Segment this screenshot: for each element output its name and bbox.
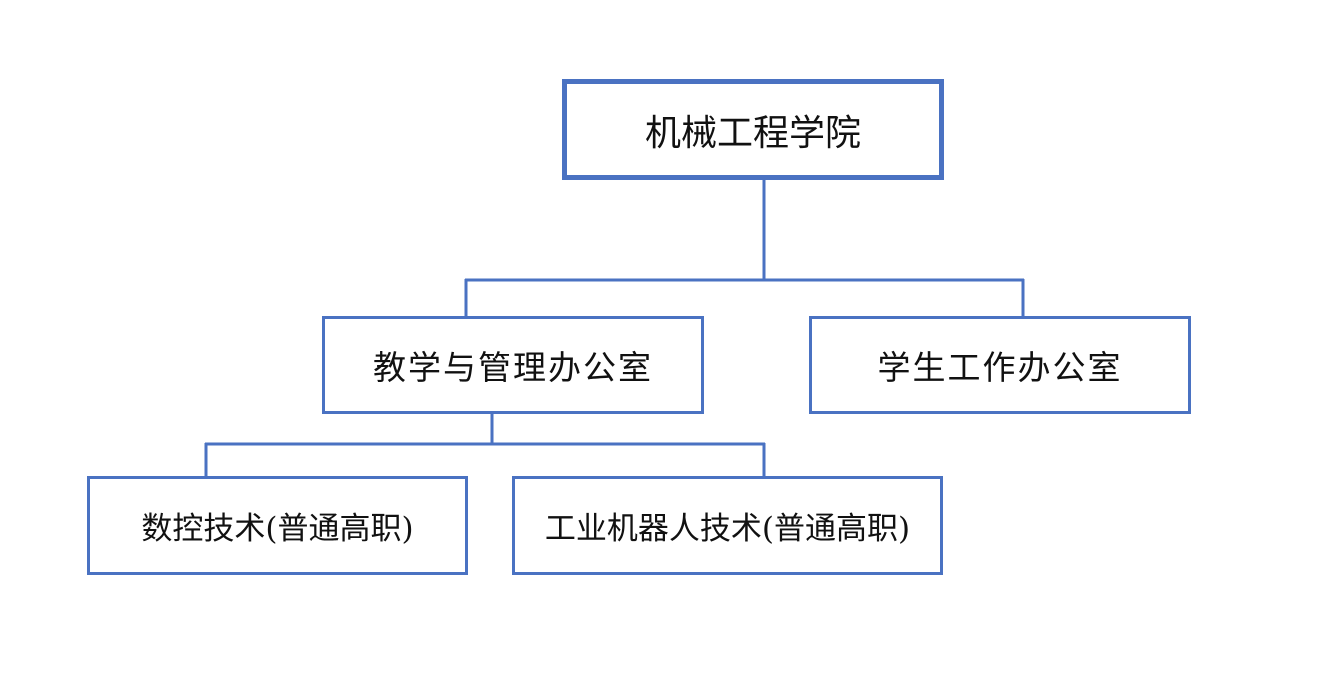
- node-mechanical-engineering-college: 机械工程学院: [562, 79, 944, 180]
- node-label: 工业机器人技术(普通高职): [544, 511, 911, 547]
- node-label: 数控技术(普通高职): [141, 511, 414, 547]
- node-cnc-technology: 数控技术(普通高职): [87, 476, 468, 575]
- node-label: 机械工程学院: [644, 112, 861, 154]
- node-label: 学生工作办公室: [877, 348, 1123, 387]
- node-label: 教学与管理办公室: [373, 348, 653, 387]
- node-industrial-robot-technology: 工业机器人技术(普通高职): [512, 476, 943, 575]
- node-student-affairs-office: 学生工作办公室: [809, 316, 1191, 414]
- node-teaching-management-office: 教学与管理办公室: [322, 316, 704, 414]
